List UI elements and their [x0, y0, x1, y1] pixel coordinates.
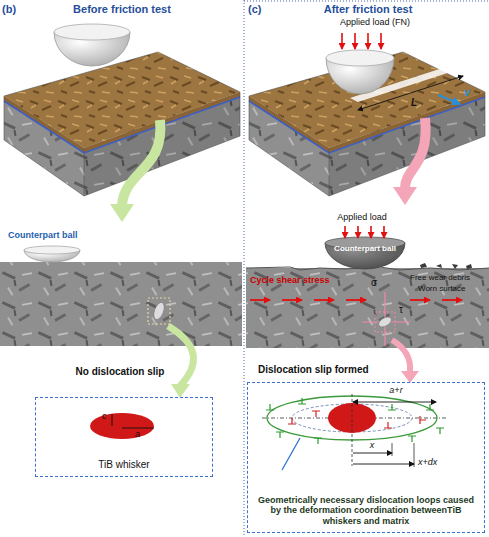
dislocation-symbol	[426, 404, 434, 410]
tick	[392, 443, 393, 456]
shear-arrow	[442, 299, 462, 301]
zoom-arrowhead	[110, 204, 134, 222]
tib-whisker	[152, 301, 167, 321]
sample-slab	[4, 52, 240, 196]
load-arrow	[370, 226, 372, 238]
label: Dislocation slip formed	[258, 364, 369, 375]
debris	[466, 264, 472, 269]
load-arrows	[345, 226, 384, 238]
ball-face	[54, 24, 130, 40]
dislocation-symbols	[266, 398, 444, 444]
label: Cycle shear stress	[250, 276, 330, 286]
dislocation-symbol	[388, 404, 396, 410]
label: Applied load (FN)	[340, 18, 410, 28]
label: Worn surface	[418, 285, 465, 294]
dimension-line	[353, 402, 436, 403]
debris	[452, 264, 458, 269]
label: c	[102, 412, 107, 422]
ball-face	[326, 50, 394, 66]
load-arrow	[344, 226, 346, 238]
label: No dislocation slip	[76, 366, 165, 377]
label: Counterpart ball	[8, 231, 78, 241]
label: τ	[399, 304, 403, 315]
load-arrow	[380, 33, 382, 49]
label: v	[464, 86, 470, 98]
debris	[420, 263, 427, 268]
load-arrow	[357, 226, 359, 238]
zoom-arrowhead	[393, 187, 417, 205]
label: Before friction test	[73, 3, 171, 15]
zoom-arrow	[392, 340, 410, 372]
dimension-line	[353, 453, 392, 454]
label: (c)	[248, 3, 261, 15]
label: a	[135, 430, 140, 440]
zoom-arrowhead	[171, 384, 190, 398]
leader-line	[282, 438, 300, 470]
label: σ	[371, 277, 377, 288]
velocity-arrow	[438, 95, 460, 104]
shear-arrow	[346, 299, 366, 301]
counterpart-ball	[325, 243, 405, 269]
dimension-line	[353, 464, 414, 465]
dashed-box: Geometrically necessary dislocation loop…	[247, 382, 485, 533]
zoom-arrow	[405, 118, 426, 188]
box-text: Geometrically necessary dislocation loop…	[254, 495, 478, 527]
sample-slab	[249, 52, 485, 196]
wear-debris	[420, 263, 472, 269]
dashed-box: TiB whisker	[35, 397, 213, 477]
dislocation-symbol	[266, 404, 274, 410]
box-text: TiB whisker	[98, 459, 149, 471]
label: After friction test	[324, 3, 413, 15]
dislocation-symbol	[436, 428, 444, 434]
label: Applied load	[337, 213, 387, 223]
tib-whisker	[90, 413, 154, 439]
highlight-box	[375, 312, 395, 332]
load-arrow	[383, 226, 385, 238]
highlight-box	[148, 298, 170, 324]
label: Free wear debris	[410, 274, 470, 283]
load-arrow	[354, 33, 356, 49]
label: a+r	[389, 386, 402, 396]
dislocation-symbol	[288, 418, 296, 424]
dimension-line	[112, 414, 113, 426]
dislocation-symbol	[420, 416, 426, 424]
load-arrow	[367, 33, 369, 49]
ball-face	[24, 246, 80, 254]
shear-arrows	[250, 299, 462, 301]
zoom-arrow	[168, 326, 193, 386]
dislocation-symbol	[298, 398, 306, 404]
dislocation-symbol	[408, 436, 416, 442]
load-arrows	[342, 33, 381, 49]
dimension-line	[122, 428, 154, 429]
dislocation-loop	[292, 404, 412, 432]
panel-divider	[244, 0, 245, 537]
label: x+dx	[418, 458, 437, 468]
label: Counterpart ball	[334, 245, 396, 254]
zoom-arrow	[122, 120, 160, 205]
dislocation-symbol	[314, 438, 322, 444]
shear-arrow	[250, 299, 270, 301]
shear-arrow	[314, 299, 334, 301]
microstructure-band	[246, 268, 489, 348]
label: L	[411, 97, 417, 108]
dislocation-loop	[267, 396, 437, 440]
tick	[414, 443, 415, 467]
dislocation-symbol	[384, 422, 392, 428]
label: (b)	[2, 3, 16, 15]
tib-whisker	[377, 315, 393, 329]
microstructure-band	[0, 262, 242, 346]
label: x	[370, 441, 375, 451]
tib-whisker	[328, 403, 376, 433]
load-arrow	[341, 33, 343, 49]
axis-line	[352, 394, 353, 466]
shear-arrow	[282, 299, 302, 301]
shear-arrow	[410, 299, 430, 301]
dislocation-symbol	[276, 432, 284, 438]
panel-divider	[244, 1, 489, 2]
debris	[436, 264, 442, 268]
dislocation-symbol	[312, 411, 320, 417]
